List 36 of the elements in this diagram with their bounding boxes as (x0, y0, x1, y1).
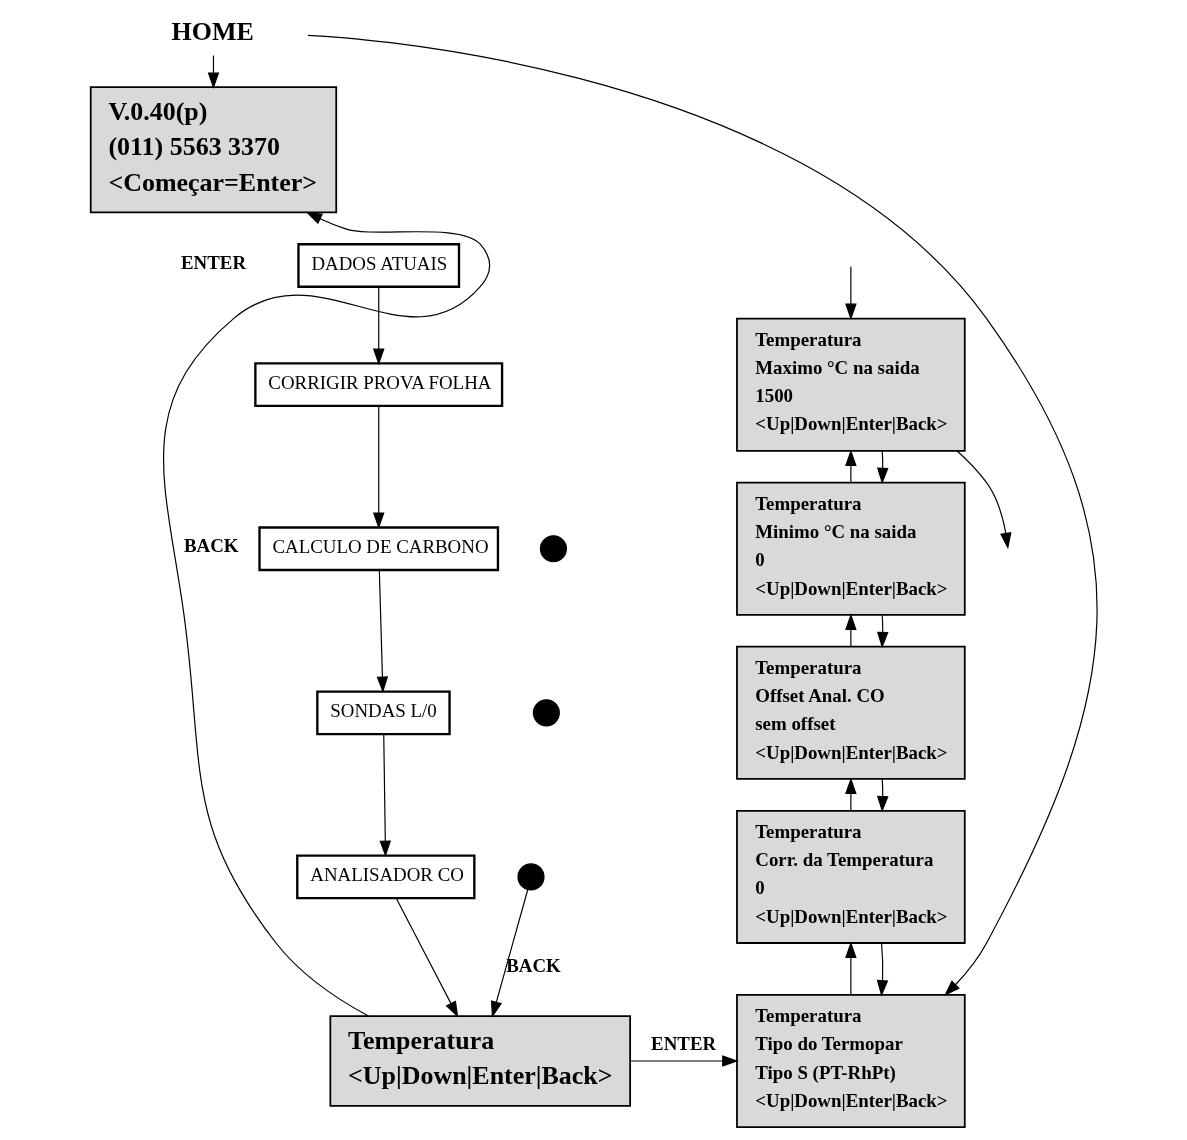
node-box: Temperatura Minimo °C na saida 0 <Up|Down|Enter|Back> (735, 481, 966, 616)
node-box: Temperatura Offset Anal. CO sem offset <Up|Down|Enter|Back> (735, 645, 966, 780)
arrow (844, 449, 857, 484)
arrow (844, 613, 857, 648)
node-box: CALCULO DE CARBONO (257, 526, 499, 572)
arrow (956, 450, 1011, 550)
node-box: Temperatura Maximo °C na saida 1500 <Up|Down|Enter|Back> (735, 317, 966, 452)
node-box: Temperatura <Up|Down|Enter|Back> (328, 1015, 631, 1107)
arrow (876, 942, 888, 997)
label: ENTER (180, 251, 246, 273)
node-box: Temperatura Corr. da Temperatura 0 <Up|Down|Enter|Back> (735, 809, 966, 944)
arrow (395, 897, 458, 1018)
node-text: HOME (171, 16, 254, 46)
arrow (306, 34, 1097, 997)
arrow (844, 266, 857, 321)
node-box: CORRIGIR PROVA FOLHA (253, 362, 503, 408)
arrow (372, 286, 384, 366)
node-box: DADOS ATUAIS (296, 243, 460, 288)
arrow (490, 889, 528, 1018)
edge-label: BACK (505, 955, 561, 977)
node-circle (516, 863, 545, 891)
arrow (162, 211, 490, 1017)
node-box: V.0.40(p) (011) 5563 3370 <Começar=Enter> (89, 86, 337, 214)
arrow (629, 1055, 739, 1067)
node-box: ANALISADOR CO (295, 854, 475, 900)
arrow (379, 733, 391, 858)
edge-label: BACK (183, 535, 239, 557)
node-box: SONDAS L/0 (315, 690, 451, 736)
node-circle (532, 699, 560, 727)
arrow (844, 777, 857, 812)
node-box: Temperatura Tipo do Termopar Tipo S (PT-RhPt) <Up|Down|Enter|Back> (735, 994, 966, 1128)
arrow (376, 569, 388, 693)
arrow (372, 405, 384, 529)
edge-label: ENTER (650, 1033, 716, 1055)
node-circle (539, 535, 567, 563)
arrow (844, 941, 857, 996)
